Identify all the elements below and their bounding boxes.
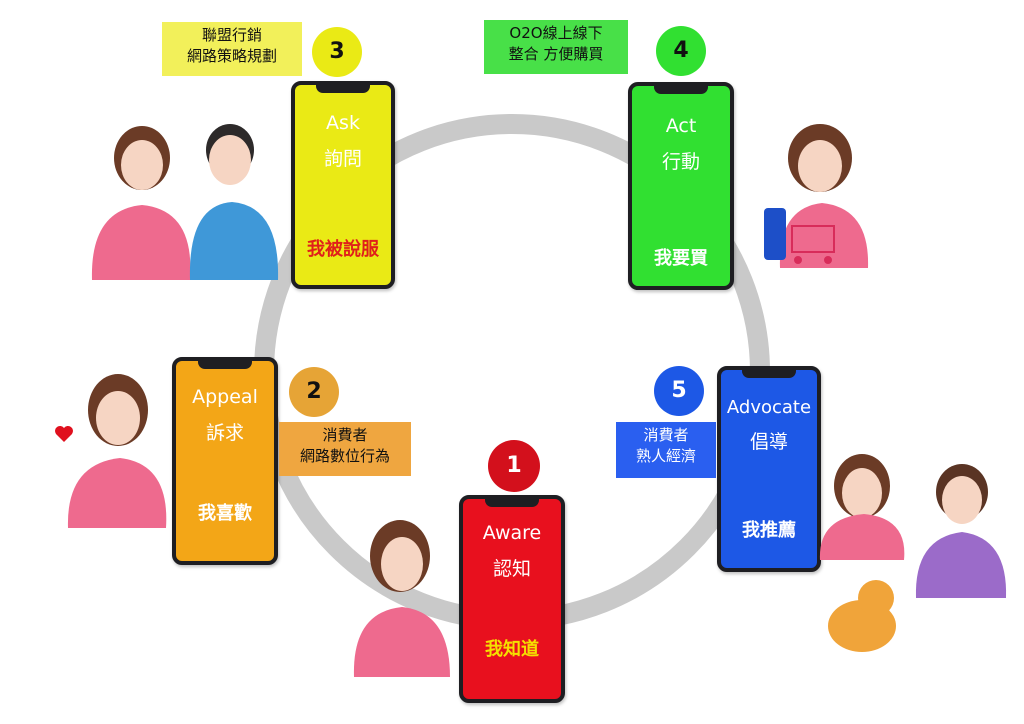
appeal-subtitle: 訴求 xyxy=(205,422,244,444)
ask-step-number: 3 xyxy=(312,27,362,77)
ask-couple-illustration xyxy=(91,124,279,280)
heart-icon xyxy=(55,426,73,442)
advocate-note: 消費者 熟人經濟 xyxy=(616,422,716,478)
aware-woman-illustration xyxy=(353,520,450,677)
ask-subtitle: 詢問 xyxy=(323,148,362,170)
act-phone: Act 行動 我要買 xyxy=(628,82,734,290)
aware-title: Aware xyxy=(482,522,542,544)
aware-phone: Aware 認知 我知道 xyxy=(459,495,565,703)
ask-note-line2: 網路策略規劃 xyxy=(186,47,277,65)
act-feeling: 我要買 xyxy=(654,248,708,269)
act-shopper-illustration xyxy=(764,124,869,268)
shopping-cart-icon xyxy=(791,225,835,264)
advocate-note-line2: 熟人經濟 xyxy=(635,447,696,465)
advocate-friends-illustration xyxy=(819,454,1007,652)
act-subtitle: 行動 xyxy=(661,151,700,173)
ask-phone: Ask 詢問 我被說服 xyxy=(291,81,395,289)
ask-note-line1: 聯盟行銷 xyxy=(201,26,262,44)
aware-subtitle: 認知 xyxy=(492,558,531,580)
act-note: O2O線上線下 整合 方便購買 xyxy=(484,20,628,74)
advocate-subtitle: 倡導 xyxy=(749,431,788,453)
cat-illustration xyxy=(828,580,896,652)
ask-feeling: 我被說服 xyxy=(307,239,379,260)
appeal-note-line1: 消費者 xyxy=(322,426,368,444)
act-note-line1: O2O線上線下 xyxy=(509,24,603,42)
appeal-note-line2: 網路數位行為 xyxy=(299,447,390,465)
phone-dollar-icon xyxy=(764,208,786,260)
ask-note: 聯盟行銷 網路策略規劃 xyxy=(162,22,302,76)
act-title: Act xyxy=(665,115,697,137)
advocate-title: Advocate xyxy=(726,397,812,418)
appeal-phone: Appeal 訴求 我喜歡 xyxy=(172,357,278,565)
ask-title: Ask xyxy=(326,112,360,134)
aware-step-number: 1 xyxy=(488,440,540,492)
advocate-phone: Advocate 倡導 我推薦 xyxy=(717,366,821,572)
advocate-note-line1: 消費者 xyxy=(643,426,689,444)
appeal-note: 消費者 網路數位行為 xyxy=(279,422,411,476)
advocate-step-number: 5 xyxy=(654,366,704,416)
appeal-step-number: 2 xyxy=(289,367,339,417)
appeal-woman-illustration xyxy=(55,374,167,528)
appeal-title: Appeal xyxy=(192,386,258,408)
aware-feeling: 我知道 xyxy=(485,639,539,660)
advocate-feeling: 我推薦 xyxy=(742,520,796,541)
act-step-number: 4 xyxy=(656,26,706,76)
appeal-feeling: 我喜歡 xyxy=(198,503,252,524)
act-note-line2: 整合 方便購買 xyxy=(508,45,604,63)
